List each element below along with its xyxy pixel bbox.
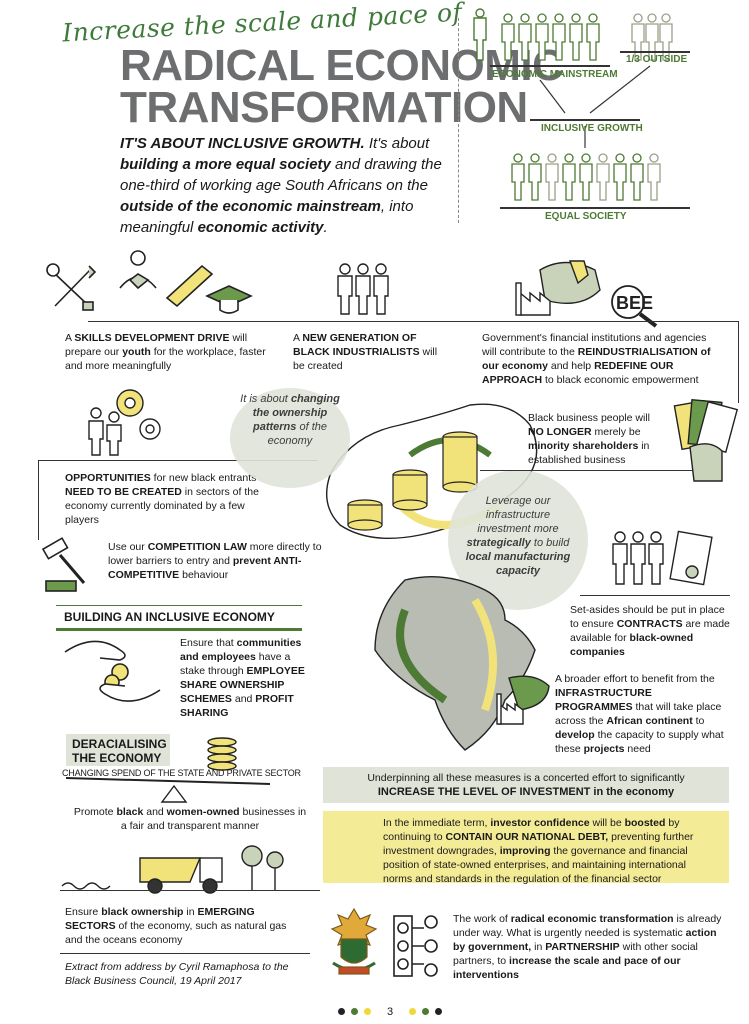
equal-society-diagram	[473, 8, 487, 61]
opportunities-connector	[38, 460, 318, 461]
intro-lead: IT'S ABOUT INCLUSIVE GROWTH.	[120, 135, 365, 152]
intro-paragraph: IT'S ABOUT INCLUSIVE GROWTH. It's about …	[120, 133, 465, 238]
gavel-icon	[41, 537, 86, 592]
minority-connector	[480, 470, 710, 471]
underpinning-line-2: INCREASE THE LEVEL OF INVESTMENT in the …	[377, 786, 675, 798]
mainstream-person-icon	[535, 13, 549, 61]
mainstream-person-icon	[586, 13, 600, 61]
mainstream-person-icon	[552, 13, 566, 61]
infrastructure-text: A broader effort to benefit from the INF…	[555, 673, 724, 755]
intro-emph: economic activity	[197, 219, 324, 236]
intro-text: , into meaningful	[120, 198, 414, 236]
bee-magnifier-icon: BEE	[611, 285, 658, 328]
footer-dot-icon	[422, 1008, 430, 1015]
opportunities-text: OPPORTUNITIES for new black entrants NEE…	[65, 472, 259, 526]
mainstream-person-icon	[501, 13, 515, 61]
competition-text: Use our COMPETITION LAW more directly to…	[108, 541, 322, 581]
industrialists-text: A NEW GENERATION OF BLACK INDUSTRIALISTS…	[293, 332, 438, 372]
society-person-icon	[596, 153, 610, 201]
africa-map	[374, 576, 536, 751]
building-heading: BUILDING AN INCLUSIVE ECONOMY	[64, 610, 275, 624]
minority-text: Black business people will NO LONGER mer…	[528, 412, 650, 466]
tools-icon	[46, 263, 97, 311]
inclusive-growth-label: INCLUSIVE GROWTH	[541, 123, 643, 134]
arrow-right	[589, 65, 651, 114]
extract-citation: Extract from address by Cyril Ramaphosa …	[65, 961, 289, 987]
youth-skills-icon	[119, 250, 157, 290]
dashed-divider	[458, 18, 459, 223]
page-number: 3	[386, 1006, 394, 1018]
mainstream-person-icon	[569, 13, 583, 61]
emerging-connector	[60, 890, 320, 891]
society-person-icon	[545, 153, 559, 201]
row1-connector	[88, 321, 738, 322]
diagram-figures	[490, 13, 690, 209]
right-connector-vert	[738, 321, 739, 403]
left-connector-vert	[38, 460, 39, 540]
factory-map-icon	[515, 260, 601, 316]
setasides-text: Set-asides should be put in place to ens…	[570, 604, 730, 658]
ownership-schemes-text: Ensure that communities and employees ha…	[180, 637, 305, 719]
contract-people-icon	[612, 530, 713, 586]
intro-text: and drawing the one-third of working age…	[120, 156, 442, 194]
changing-spend-label: CHANGING SPEND OF THE STATE AND PRIVATE …	[62, 768, 301, 778]
intro-text: It's about	[364, 135, 430, 152]
traffic-light-icon	[393, 915, 438, 977]
building-heading-bar	[56, 605, 302, 631]
footer-dot-icon	[350, 1008, 358, 1015]
footer-dot-icon	[363, 1008, 371, 1015]
hand-cards-icon	[673, 399, 739, 482]
intro-emph: building a more equal society	[120, 156, 331, 173]
investor-box	[323, 811, 729, 883]
ownership-bubble	[230, 388, 350, 488]
leverage-text: Leverage our infrastructure investment m…	[465, 495, 571, 577]
society-person-icon	[562, 153, 576, 201]
society-person-icon	[647, 153, 661, 201]
scale-coins-icon	[65, 737, 271, 803]
mainstream-person-icon	[518, 13, 532, 61]
title-line-1: RADICAL ECONOMIC	[120, 41, 564, 90]
footer-dot-icon	[337, 1008, 345, 1015]
economic-mainstream-label: ECONOMIC MAINSTREAM	[492, 69, 618, 80]
reindustrialisation-text: Government's financial institutions and …	[482, 332, 711, 386]
deracialising-label-2: THE ECONOMY	[72, 751, 162, 765]
society-person-icon	[528, 153, 542, 201]
opportunity-gears-icon	[88, 389, 161, 456]
ownership-text: It is about changing the ownership patte…	[240, 393, 340, 447]
extract-divider	[60, 953, 310, 954]
factory-sa-icon	[496, 675, 550, 725]
society-person-icon	[630, 153, 644, 201]
hands-coins-icon	[64, 640, 161, 702]
title-line-2: TRANSFORMATION	[120, 83, 528, 132]
setasides-connector	[580, 595, 730, 596]
one-third-outside-label: 1/3 OUTSIDE	[626, 54, 688, 65]
deracialising-box	[66, 734, 170, 766]
intro-emph: outside of the economic mainstream	[120, 198, 381, 215]
footer-dot-icon	[409, 1008, 417, 1015]
bee-label: BEE	[616, 293, 653, 313]
intro-text: .	[323, 219, 328, 236]
underpinning-box	[323, 767, 729, 803]
society-person-icon	[511, 153, 525, 201]
emerging-text: Ensure black ownership in EMERGING SECTO…	[65, 906, 287, 946]
footer-dot-icon	[435, 1008, 443, 1015]
promote-text: Promote black and women-owned businesses…	[73, 806, 307, 832]
truck-trees-icon	[61, 845, 284, 894]
skills-text: A SKILLS DEVELOPMENT DRIVE will prepare …	[65, 332, 266, 372]
equal-society-label: EQUAL SOCIETY	[545, 211, 627, 222]
mainstream-people-icon	[473, 8, 487, 61]
page-footer: 3	[330, 1006, 450, 1018]
pencil-graduation-icon	[165, 264, 253, 314]
work-text: The work of radical economic transformat…	[453, 913, 722, 981]
coat-of-arms-icon	[330, 907, 378, 975]
society-person-icon	[613, 153, 627, 201]
society-person-icon	[579, 153, 593, 201]
arrow-left	[539, 79, 566, 114]
underpinning-line-1: Underpinning all these measures is a con…	[367, 772, 685, 784]
industrialists-people-icon	[337, 263, 389, 315]
deracialising-label-1: DERACIALISING	[72, 737, 167, 751]
investor-text: In the immediate term, investor confiden…	[383, 817, 694, 885]
